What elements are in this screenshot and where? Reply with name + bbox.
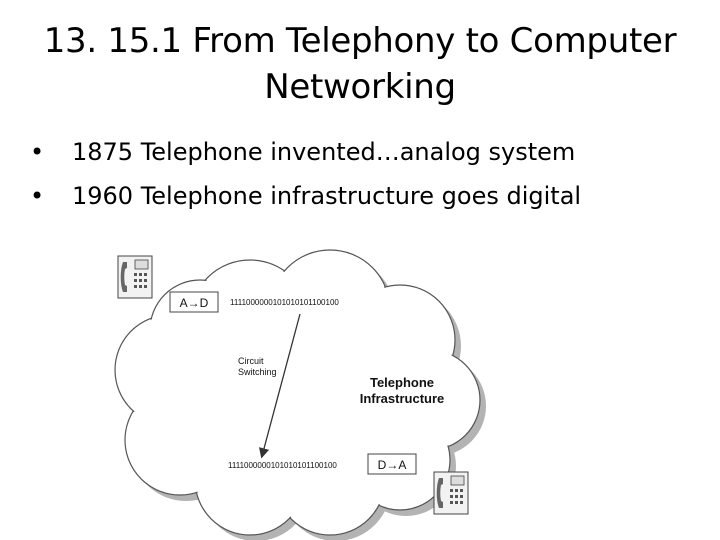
da-converter-box: D→A (367, 453, 417, 475)
telephone-icon (117, 255, 153, 299)
bits-top: 1111000000101010101100100 (230, 298, 339, 307)
slide-title: 13. 15.1 From Telephony to Computer Netw… (20, 18, 700, 110)
bullet-list: 1875 Telephone invented…analog system 19… (30, 130, 710, 218)
title-line-2: Networking (264, 67, 456, 107)
bullet-item: 1960 Telephone infrastructure goes digit… (30, 174, 710, 218)
infra-label-2: Infrastructure (360, 391, 445, 406)
circuit-label-2: Switching (238, 367, 277, 377)
telephone-icon (433, 471, 469, 515)
circuit-label-1: Circuit (238, 356, 264, 366)
telephone-infrastructure-diagram: A→D 1111000000101010101100100 Circuit Sw… (114, 249, 486, 540)
bullet-item: 1875 Telephone invented…analog system (30, 130, 710, 174)
infra-label-1: Telephone (370, 375, 434, 390)
ad-converter-box: A→D (169, 291, 219, 313)
circuit-switch-line (258, 313, 301, 459)
title-line-1: 13. 15.1 From Telephony to Computer (43, 21, 677, 61)
da-label: D→A (378, 458, 407, 472)
ad-label: A→D (180, 296, 209, 310)
bits-bottom: 1111000000101010101100100 (228, 461, 337, 470)
